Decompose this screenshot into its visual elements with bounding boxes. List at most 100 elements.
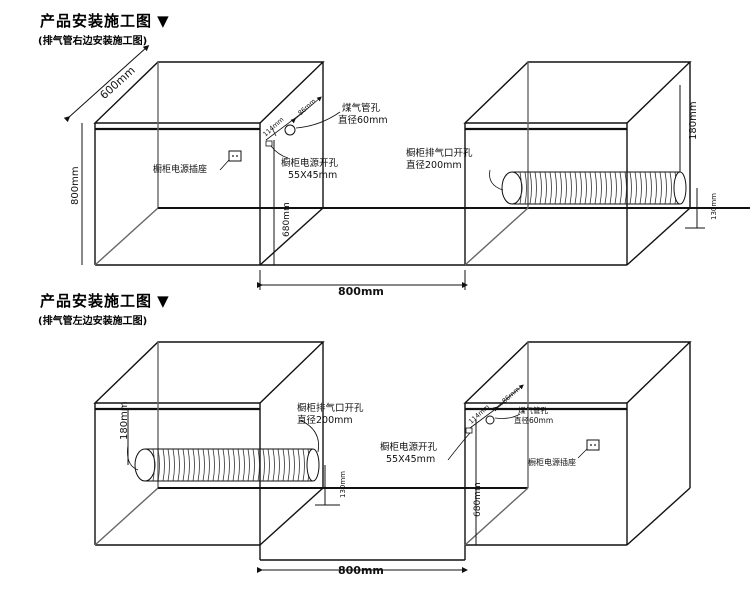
duct-rib xyxy=(584,171,587,205)
duct-rib xyxy=(202,448,205,482)
duct-rib xyxy=(232,448,235,482)
duct-rib xyxy=(197,448,200,482)
duct-rib xyxy=(217,448,220,482)
duct-rib xyxy=(237,448,240,482)
duct-rib xyxy=(207,448,210,482)
top-exhaust-hole-label: 橱柜排气口开孔 xyxy=(406,147,473,159)
duct-rib xyxy=(177,448,180,482)
duct-rib xyxy=(247,448,250,482)
top-arrow-icon: ▼ xyxy=(157,12,170,30)
bottom-heading: 产品安装施工图 ▼ (排气管左边安装施工图) xyxy=(38,290,170,327)
duct-rib xyxy=(277,448,280,482)
duct-rib xyxy=(524,171,527,205)
duct-rib xyxy=(152,448,155,482)
top-power-hole-label: 橱柜电源开孔 xyxy=(281,157,339,169)
top-socket-label: 橱柜电源插座 xyxy=(153,163,207,175)
duct-rib xyxy=(614,171,617,205)
duct-rib xyxy=(554,171,557,205)
top-panel: 600mm 800mm 800mm 680mm 橱柜电源插座 xyxy=(63,44,750,298)
duct-rib xyxy=(619,171,622,205)
bottom-exhaust-dia-label: 直径200mm xyxy=(297,414,353,426)
bottom-panel: 180mm 130mm 橱柜排气口开孔 直径200mm 680mm 800mm … xyxy=(93,341,692,577)
duct-rib xyxy=(589,171,592,205)
duct-rib xyxy=(659,171,662,205)
duct-rib xyxy=(604,171,607,205)
duct-rib xyxy=(287,448,290,482)
bottom-dim-680: 680mm xyxy=(473,482,483,517)
bottom-gas-dia-label: 直径60mm xyxy=(514,415,553,425)
duct-rib xyxy=(549,171,552,205)
duct-rib xyxy=(629,171,632,205)
top-exhaust-duct xyxy=(501,171,687,205)
duct-rib xyxy=(272,448,275,482)
duct-rib xyxy=(574,171,577,205)
top-dim-180: 180mm xyxy=(688,101,699,140)
duct-rib xyxy=(267,448,270,482)
bottom-dim-width: 800mm xyxy=(338,564,384,577)
bottom-right-cabinet xyxy=(463,341,692,560)
top-power-size-label: 55X45mm xyxy=(288,170,337,181)
duct-rib xyxy=(302,448,305,482)
top-left-cabinet xyxy=(93,61,325,266)
top-subtitle: (排气管右边安装施工图) xyxy=(38,36,148,47)
duct-rib xyxy=(564,171,567,205)
duct-rib xyxy=(534,171,537,205)
duct-rib xyxy=(644,171,647,205)
duct-rib xyxy=(192,448,195,482)
bottom-dim-130: 130mm xyxy=(339,471,347,498)
bottom-dim-180: 180mm xyxy=(119,401,130,440)
duct-rib xyxy=(609,171,612,205)
duct-rib xyxy=(212,448,215,482)
bottom-exhaust-duct xyxy=(134,448,320,482)
duct-rib xyxy=(649,171,652,205)
top-dim-680: 680mm xyxy=(282,202,292,237)
top-dim-width: 800mm xyxy=(338,285,384,298)
top-gas-dia-label: 直径60mm xyxy=(338,114,388,126)
bottom-power-hole-label: 橱柜电源开孔 xyxy=(380,441,438,453)
duct-rib xyxy=(282,448,285,482)
duct-rib xyxy=(297,448,300,482)
bottom-exhaust-hole-label: 橱柜排气口开孔 xyxy=(297,402,364,414)
duct-rib xyxy=(559,171,562,205)
duct-rib xyxy=(172,448,175,482)
duct-rib xyxy=(227,448,230,482)
top-gas-hole-label: 煤气管孔 xyxy=(342,102,381,114)
top-socket-icon xyxy=(228,150,242,162)
duct-rib xyxy=(594,171,597,205)
duct-rib xyxy=(167,448,170,482)
top-right-cabinet xyxy=(463,61,692,266)
duct-rib xyxy=(669,171,672,205)
duct-rib xyxy=(569,171,572,205)
bottom-gas-hole-label: 煤气管孔 xyxy=(518,405,548,415)
top-dim-86: 86mm xyxy=(296,97,317,117)
duct-rib xyxy=(664,171,667,205)
duct-rib xyxy=(222,448,225,482)
top-dim-height: 800mm xyxy=(70,166,81,205)
duct-rib xyxy=(544,171,547,205)
duct-rib xyxy=(182,448,185,482)
top-exhaust-dia-label: 直径200mm xyxy=(406,159,462,171)
duct-rib xyxy=(529,171,532,205)
duct-rib xyxy=(634,171,637,205)
bottom-title: 产品安装施工图 xyxy=(40,292,153,310)
duct-rib xyxy=(157,448,160,482)
duct-rib xyxy=(639,171,642,205)
duct-rib xyxy=(624,171,627,205)
duct-rib xyxy=(519,171,522,205)
top-dim-130: 130mm xyxy=(710,193,718,220)
bottom-socket-icon xyxy=(586,439,600,451)
bottom-arrow-icon: ▼ xyxy=(157,292,170,310)
duct-rib xyxy=(257,448,260,482)
duct-rib xyxy=(599,171,602,205)
bottom-socket-label: 橱柜电源插座 xyxy=(528,457,576,467)
duct-rib xyxy=(242,448,245,482)
duct-rib xyxy=(654,171,657,205)
top-depth-dim-line xyxy=(63,44,150,123)
duct-rib xyxy=(292,448,295,482)
bottom-power-size-label: 55X45mm xyxy=(386,454,435,465)
top-title: 产品安装施工图 xyxy=(40,12,153,30)
bottom-subtitle: (排气管左边安装施工图) xyxy=(38,316,148,327)
top-heading: 产品安装施工图 ▼ (排气管右边安装施工图) xyxy=(38,10,170,47)
